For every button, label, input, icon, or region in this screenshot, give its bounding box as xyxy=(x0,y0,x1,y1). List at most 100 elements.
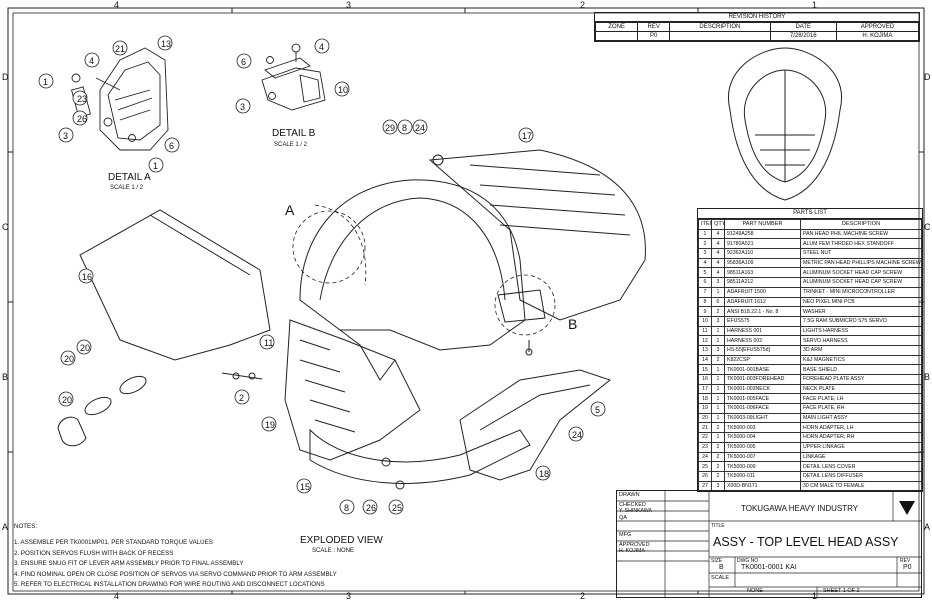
parts-qty-cell: 3 xyxy=(711,344,725,356)
zone-row-a-left: A xyxy=(2,522,9,532)
parts-number-cell: 95836A109 xyxy=(724,257,801,269)
balloon: 24 xyxy=(415,123,426,133)
parts-item-cell: 24 xyxy=(698,451,712,463)
parts-item-cell: 1 xyxy=(698,228,712,240)
title-block: DRAWN CHECKED Y. SHINKAWA QA MFG APPROVE… xyxy=(616,490,922,598)
revision-history-block: REVISION HISTORY ZONE REV DESCRIPTION DA… xyxy=(594,12,920,42)
zone-col-3-top: 3 xyxy=(346,0,352,10)
note-item: 4. FIND NOMINAL OPEN OR CLOSE POSITION O… xyxy=(14,570,337,578)
parts-number-cell: TK0001-005FACE xyxy=(724,393,801,405)
balloon: 25 xyxy=(392,503,403,513)
parts-description-cell: LIGHTS HARNESS xyxy=(800,325,922,337)
parts-description-cell: FOREHEAD PLATE ASSY xyxy=(800,374,922,385)
parts-description-cell: ALUMINUM SOCKET HEAD CAP SCREW xyxy=(800,277,922,288)
parts-item-cell: 20 xyxy=(698,412,712,424)
parts-qty-cell: 4 xyxy=(711,267,725,279)
parts-number-cell: TK0001-003FOREHEAD xyxy=(724,374,801,385)
qa-label: QA xyxy=(619,515,627,521)
approved-by: H. KOJIMA xyxy=(619,548,645,554)
approved-label: APPROVED xyxy=(619,542,650,548)
parts-description-cell: ALUM FEM THRDED HEX STANDOFF xyxy=(800,238,922,250)
parts-item-cell: 17 xyxy=(698,383,712,395)
balloon: 17 xyxy=(522,131,533,141)
rev-label: REV xyxy=(900,558,911,564)
parts-qty-cell: 1 xyxy=(711,374,725,385)
parts-item-cell: 23 xyxy=(698,441,712,453)
parts-number-cell: HARNESS 001 xyxy=(724,325,801,337)
parts-qty-cell: 1 xyxy=(711,325,725,337)
drawing-notes: NOTES: 1. ASSEMBLE PER TK0001MP01, PER S… xyxy=(14,522,337,590)
outer-frame xyxy=(7,7,925,595)
parts-number-cell: TK0003-09LIGHT xyxy=(724,412,801,424)
balloon: 24 xyxy=(572,430,583,440)
parts-number-cell: 98511A163 xyxy=(724,267,801,279)
parts-description-cell: DETAIL LENS COVER xyxy=(800,461,922,472)
parts-description-cell: HORN ADAPTER, LH xyxy=(800,422,922,434)
parts-qty-cell: 4 xyxy=(711,257,725,269)
parts-item-cell: 21 xyxy=(698,422,712,434)
note-item: 2. POSITION SERVOS FLUSH WITH BACK OF RE… xyxy=(14,549,174,557)
parts-description-cell: ALUMINUM SOCKET HEAD CAP SCREW xyxy=(800,267,922,279)
detail-b-title: DETAIL B xyxy=(272,128,316,139)
rev-cell: H. KOJIMA xyxy=(835,31,920,41)
parts-description-cell: 7.5G RAM SUBMICRO S75 SERVO xyxy=(800,315,922,327)
parts-description-cell: 3D ARM xyxy=(800,344,922,356)
zone-col-4-bottom: 4 xyxy=(114,591,120,601)
balloon: 2 xyxy=(239,393,245,403)
head-top-view-artwork xyxy=(727,47,843,201)
parts-number-cell: TK5000-005 xyxy=(724,441,801,453)
balloon: 13 xyxy=(161,39,172,49)
company-name: TOKUGAWA HEAVY INDUSTRY xyxy=(741,504,859,513)
parts-qty-cell: 2 xyxy=(711,470,725,482)
parts-number-cell: K822CSP xyxy=(724,354,801,366)
zone-row-b-left: B xyxy=(2,372,9,382)
parts-number-cell: TK0001-003NECK xyxy=(724,383,801,395)
parts-number-cell: ANSI B18.22.1 - No. 8 xyxy=(724,306,801,317)
note-item: 3. ENSURE SNUG FIT OF LEVER ARM ASSEMBLY… xyxy=(14,560,244,568)
detail-a-scale: SCALE 1 / 2 xyxy=(110,185,144,191)
zone-row-a-right: A xyxy=(924,522,931,532)
zone-col-1-top: 1 xyxy=(812,0,818,10)
detail-b-scale: SCALE 1 / 2 xyxy=(274,142,308,148)
balloon: 3 xyxy=(240,102,246,112)
parts-number-cell: 92362A110 xyxy=(724,248,801,259)
company-logo-icon xyxy=(899,501,915,515)
balloon: 10 xyxy=(338,85,349,95)
rev-header-rev: REV xyxy=(637,22,671,32)
parts-qty-cell: 1 xyxy=(711,383,725,395)
parts-qty-cell: 3 xyxy=(711,315,725,327)
parts-description-cell: PAN HEAD PHIL MACHINE SCREW xyxy=(800,228,922,240)
title-label: TITLE xyxy=(711,523,725,529)
dwg-no-label: DWG NO xyxy=(737,558,759,564)
balloon: 6 xyxy=(169,141,175,151)
parts-description-cell: LINKAGE xyxy=(800,451,922,463)
parts-item-cell: 12 xyxy=(698,335,712,346)
notes-title: NOTES: xyxy=(14,523,38,530)
parts-description-cell: K&J MAGNETICS xyxy=(800,354,922,366)
rev-header-date: DATE xyxy=(769,22,837,32)
parts-description-cell: TRINKET - MINI MICROCONTROLLER xyxy=(800,286,922,298)
parts-number-cell: ADAFRUIT 1612 xyxy=(724,296,801,308)
parts-qty-cell: 2 xyxy=(711,441,725,453)
parts-item-cell: 8 xyxy=(698,296,712,308)
dwg-no-value: TK0001-0001 KAI xyxy=(741,564,797,571)
balloon: 21 xyxy=(115,44,126,54)
zone-row-d-right: D xyxy=(924,72,931,82)
rev-cell: P0 xyxy=(637,31,671,41)
parts-description-cell: FACE PLATE, LH xyxy=(800,393,922,405)
balloon: 15 xyxy=(300,482,311,492)
parts-qty-cell: 1 xyxy=(711,432,725,443)
